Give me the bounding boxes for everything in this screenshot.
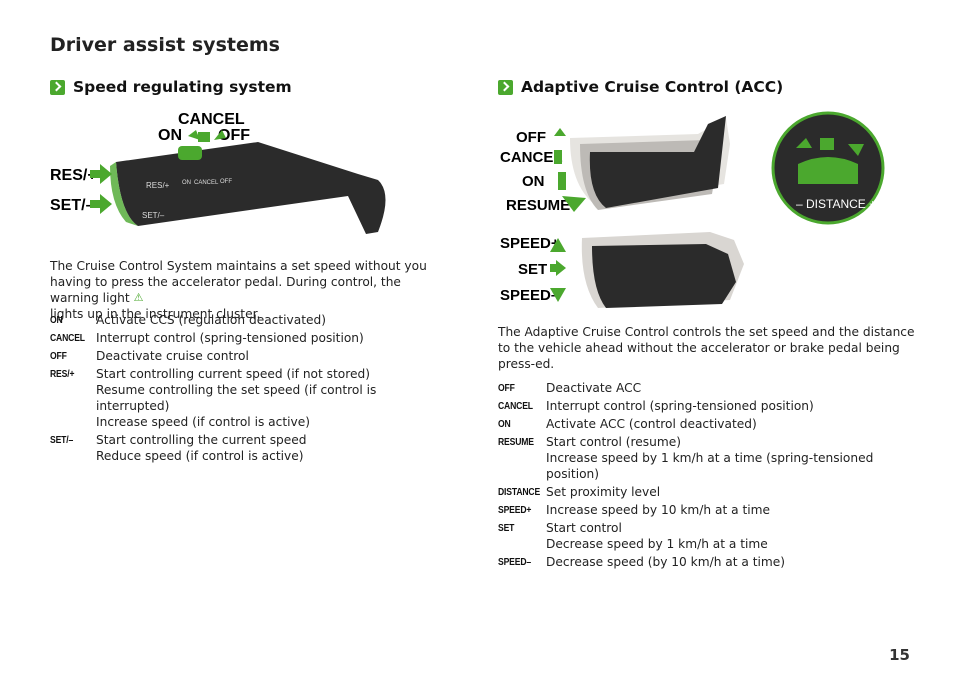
distance-switch xyxy=(798,157,858,184)
label-cancel: CANCEL xyxy=(500,149,563,166)
section-heading-speed-regulating: Speed regulating system xyxy=(50,78,292,96)
arrow-set-icon xyxy=(550,260,566,276)
lever-body-lower xyxy=(592,244,736,308)
page-title: Driver assist systems xyxy=(50,34,280,56)
acc-function-list: OFF Deactivate ACC CANCEL Interrupt control… xyxy=(498,380,918,572)
function-description: Activate CCS (regulation deactivated) xyxy=(96,313,326,327)
label-res: RES/+ xyxy=(50,167,97,184)
label-off: OFF xyxy=(516,129,546,146)
function-key-label: RESUME xyxy=(498,436,534,448)
function-key-label: CANCEL xyxy=(498,400,533,412)
arrow-on-icon xyxy=(558,172,566,190)
function-key-label: CANCEL xyxy=(50,332,85,344)
cruise-warning-light-icon: ⚠ xyxy=(133,291,144,304)
chevron-right-icon xyxy=(498,79,513,95)
function-row: OFF Deactivate cruise control xyxy=(50,348,450,364)
function-row: SPEED+ Increase speed by 10 km/h at a tim… xyxy=(498,502,918,518)
function-key-label: SET xyxy=(498,522,515,534)
arrow-set-icon xyxy=(90,194,112,214)
arrow-res-icon xyxy=(90,164,112,184)
page-number: 15 xyxy=(889,646,910,664)
chevron-right-icon xyxy=(50,79,65,95)
lever-switch-highlight xyxy=(178,146,202,160)
function-key-label: DISTANCE xyxy=(498,486,541,498)
function-row: DISTANCE Set proximity level xyxy=(498,484,918,500)
function-description: Deactivate cruise control xyxy=(96,349,249,363)
label-on: ON xyxy=(158,127,182,144)
label-set: SET xyxy=(518,261,547,278)
function-key-label: RES/+ xyxy=(50,368,75,380)
arrow-resume-icon xyxy=(562,196,586,212)
label-off: OFF xyxy=(218,127,250,144)
function-row: OFF Deactivate ACC xyxy=(498,380,918,396)
function-key-label: SET/– xyxy=(50,434,74,446)
lever-label-on: ON xyxy=(182,180,191,186)
function-row: RES/+ Start controlling current speed (if… xyxy=(50,366,450,430)
function-key-label: SPEED– xyxy=(498,556,532,568)
label-cancel: CANCEL xyxy=(178,111,245,128)
function-description: Interrupt control (spring-tensioned posi… xyxy=(546,399,814,413)
lever-label-res: RES/+ xyxy=(146,181,170,190)
function-key-label: OFF xyxy=(498,382,515,394)
function-row: SPEED– Decrease speed (by 10 km/h at a ti… xyxy=(498,554,918,570)
label-on: ON xyxy=(522,173,545,190)
function-row: RESUME Start control (resume) Increase sp… xyxy=(498,434,918,482)
function-description: Deactivate ACC xyxy=(546,381,642,395)
arrow-cancel-icon xyxy=(554,150,562,164)
function-description: Increase speed by 10 km/h at a time xyxy=(546,503,770,517)
arrow-speed-minus-icon xyxy=(550,288,566,302)
cruise-control-lever-figure: CANCEL ON OFF RES/+ SET/– RES/+ ON CANCE… xyxy=(50,111,386,234)
function-row: ON Activate CCS (regulation deactivated) xyxy=(50,312,450,328)
lever-label-cancel: CANCEL xyxy=(194,180,219,186)
function-key-label: ON xyxy=(498,418,511,430)
section-heading-acc: Adaptive Cruise Control (ACC) xyxy=(498,78,783,96)
intro-text-a: The Cruise Control System maintains a se… xyxy=(50,259,427,305)
lever-label-set: SET/– xyxy=(142,211,165,220)
function-row: SET Start control Decrease speed by 1 km/… xyxy=(498,520,918,552)
label-resume: RESUME xyxy=(506,197,570,214)
function-description: Start control Decrease speed by 1 km/h a… xyxy=(546,521,768,551)
arrow-cancel-icon xyxy=(198,132,210,142)
distance-arrows-icon xyxy=(796,138,864,156)
function-key-label: ON xyxy=(50,314,63,326)
function-row: CANCEL Interrupt control (spring-tensione… xyxy=(50,330,450,346)
function-description: Set proximity level xyxy=(546,485,661,499)
intro-paragraph-ccs: The Cruise Control System maintains a se… xyxy=(50,258,450,322)
function-row: CANCEL Interrupt control (spring-tensione… xyxy=(498,398,918,414)
lever-body xyxy=(116,142,386,234)
acc-lever-figure: OFF CANCEL ON RESUME SPEED+ SET SPEED– –… xyxy=(500,111,885,308)
function-row: ON Activate ACC (control deactivated) xyxy=(498,416,918,432)
function-description: Interrupt control (spring-tensioned posi… xyxy=(96,331,364,345)
lever-body-upper xyxy=(589,116,726,208)
lever-label-off: OFF xyxy=(220,179,232,185)
label-speed-plus: SPEED+ xyxy=(500,235,560,252)
function-key-label: SPEED+ xyxy=(498,504,532,516)
intro-paragraph-acc: The Adaptive Cruise Control controls the… xyxy=(498,325,915,371)
intro-text-b: lights up in the instrument cluster. xyxy=(50,307,261,321)
function-description: Start controlling the current speed Redu… xyxy=(96,433,307,463)
label-distance: – DISTANCE + xyxy=(796,197,876,211)
section-heading-label: Speed regulating system xyxy=(73,78,292,96)
function-description: Start control (resume) Increase speed by… xyxy=(546,435,874,481)
function-description: Decrease speed (by 10 km/h at a time) xyxy=(546,555,786,569)
arrow-off-icon xyxy=(554,128,566,136)
arrow-off-icon xyxy=(214,130,226,140)
arrow-speed-plus-icon xyxy=(550,238,566,252)
lever-tip-highlight xyxy=(110,162,138,226)
arrow-on-icon xyxy=(188,130,200,140)
label-set: SET/– xyxy=(50,197,95,214)
function-description: Start controlling current speed (if not … xyxy=(96,367,377,429)
function-description: Activate ACC (control deactivated) xyxy=(546,417,757,431)
function-key-label: OFF xyxy=(50,350,67,362)
section-heading-label: Adaptive Cruise Control (ACC) xyxy=(521,78,784,96)
label-speed-minus: SPEED– xyxy=(500,287,559,304)
function-row: SET/– Start controlling the current speed… xyxy=(50,432,450,464)
ccs-function-list: ON Activate CCS (regulation deactivated) C… xyxy=(50,312,450,466)
